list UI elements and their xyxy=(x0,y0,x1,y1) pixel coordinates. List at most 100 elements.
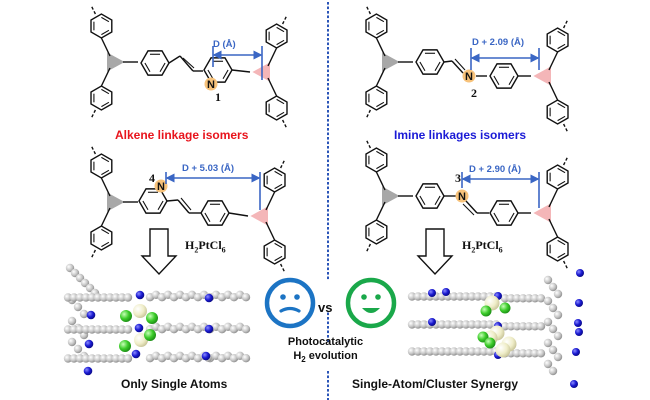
gray-node xyxy=(107,192,125,212)
structure-2: N xyxy=(365,5,569,133)
carbon-atom xyxy=(461,320,471,329)
divider-dot xyxy=(327,20,329,23)
nitrogen-atom-4: N xyxy=(157,181,165,193)
carbon-atom xyxy=(63,293,73,302)
divider-dot xyxy=(327,321,329,325)
divider-dot xyxy=(327,398,329,400)
carbon-atom xyxy=(530,294,540,303)
carbon-atom xyxy=(512,349,522,358)
carbon-atom xyxy=(461,347,471,356)
gray-node xyxy=(382,186,400,206)
distance-marker-4 xyxy=(165,172,261,210)
carbon-atom xyxy=(485,347,495,356)
nitrogen-atom xyxy=(570,380,578,388)
carbon-atom xyxy=(63,354,73,363)
divider-dot xyxy=(327,155,329,158)
nitrogen-atom xyxy=(428,289,436,297)
pink-node xyxy=(533,203,551,223)
divider-dot xyxy=(327,119,329,122)
divider-dot xyxy=(327,11,329,14)
divider-dot xyxy=(327,240,329,244)
vs-label: vs xyxy=(318,300,333,315)
divider-dot xyxy=(327,24,329,28)
carbon-atom xyxy=(93,293,103,302)
divider-dot xyxy=(327,272,329,275)
imine-panel-title: Imine linkages isomers xyxy=(394,128,527,142)
divider-dot xyxy=(327,74,329,77)
divider-dot xyxy=(327,78,329,82)
carbon-atom xyxy=(75,354,85,363)
benzene-ring xyxy=(546,236,569,262)
divider-dot xyxy=(327,213,329,217)
benzene-ring xyxy=(265,23,288,49)
benzene-ring xyxy=(90,153,113,179)
carbon-atom xyxy=(524,294,534,303)
divider-dot xyxy=(327,335,329,338)
carbon-atom xyxy=(407,320,417,329)
divider-dot xyxy=(327,56,329,59)
divider-dot xyxy=(327,159,329,163)
sad-face-icon xyxy=(264,277,316,329)
divider-dot xyxy=(327,227,329,230)
nitrogen-atom xyxy=(134,323,144,333)
reagent-label-right: H2PtCl6 xyxy=(462,238,503,255)
carbon-atom xyxy=(81,325,91,334)
carbon-atom xyxy=(473,292,483,301)
nitrogen-atom-2-highlight xyxy=(462,69,476,83)
carbon-atom xyxy=(548,345,558,355)
chlorine-atom xyxy=(499,302,511,314)
pink-node xyxy=(533,66,551,86)
divider-dot xyxy=(327,339,329,343)
divider-dot xyxy=(327,245,329,248)
carbon-atom xyxy=(407,292,417,301)
carbon-atom xyxy=(548,303,558,313)
divider-dot xyxy=(327,195,329,199)
carbon-atom xyxy=(123,325,133,334)
divider-dot xyxy=(327,236,329,239)
benzene-ring xyxy=(200,200,230,226)
divider-dot xyxy=(327,209,329,212)
photocatalytic-line2: H2 evolution xyxy=(293,350,358,365)
divider-dot xyxy=(327,182,329,185)
carbon-atom xyxy=(241,293,251,302)
divider-dot xyxy=(327,137,329,140)
carbon-atom xyxy=(111,293,121,302)
divider-dot xyxy=(327,222,329,226)
carbon-atom xyxy=(530,322,540,331)
divider-dot xyxy=(327,186,329,190)
carbon-atom xyxy=(93,354,103,363)
atomic-models xyxy=(63,263,584,388)
carbon-atom xyxy=(87,325,97,334)
carbon-atom xyxy=(413,347,423,356)
carbon-atom xyxy=(73,344,83,354)
benzene-ring xyxy=(90,85,113,111)
carbon-atom xyxy=(518,349,528,358)
benzene-ring xyxy=(489,63,519,89)
distance-marker-2 xyxy=(470,48,540,70)
carbon-atom xyxy=(461,292,471,301)
carbon-atom xyxy=(548,282,558,292)
divider-dot xyxy=(327,200,329,203)
photocatalytic-line1: Photocatalytic xyxy=(287,336,364,348)
divider-dot xyxy=(327,47,329,50)
structure-number-1: 1 xyxy=(215,90,221,104)
carbon-atom xyxy=(69,354,79,363)
divider-dot xyxy=(327,249,329,253)
nitrogen-atom-4-highlight xyxy=(154,179,168,193)
carbon-atom xyxy=(512,294,522,303)
nitrogen-atom xyxy=(442,288,450,296)
carbon-atom xyxy=(241,325,251,334)
carbon-atom xyxy=(123,293,133,302)
carbon-atom xyxy=(73,302,83,312)
benzene-ring xyxy=(263,167,286,193)
nitrogen-atom-2: N xyxy=(465,71,473,83)
happy-face-icon xyxy=(345,277,397,329)
structure-number-4: 4 xyxy=(149,171,155,185)
carbon-atom xyxy=(81,354,91,363)
benzene-ring xyxy=(365,85,388,111)
carbon-atom xyxy=(518,322,528,331)
nitrogen-atom xyxy=(84,339,94,349)
carbon-atom xyxy=(536,294,546,303)
carbon-atom xyxy=(443,347,453,356)
